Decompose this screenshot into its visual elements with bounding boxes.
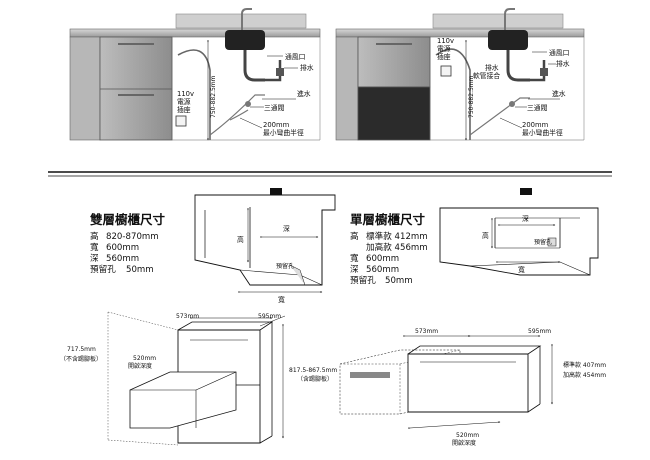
single-unit-dimensions: 573mm 595mm 標準款 407mm 加高款 454mm 520mm 開啟… (339, 328, 606, 447)
single-spec-value: 50mm (385, 276, 413, 286)
single-std: 標準款 407mm (563, 361, 606, 369)
tr-power-3: 插座 (437, 52, 451, 61)
tl-vent-label: 通風口 (285, 52, 305, 61)
top-right-installation: 750-882.5mm 110v 電源 插座 通風口 排水 排水 軟管接合 進水… (335, 8, 585, 141)
top-left-installation: 750-882.5mm 110v 電源 插座 通風口 排水 進水 三通閥 200… (69, 8, 321, 141)
double-cabinet-diagram: 雙層櫥櫃尺寸 高 820-870mm 寬 600mm 深 560mm 預留孔 5… (90, 188, 336, 304)
tl-bend-2: 最小彎曲半徑 (263, 128, 304, 137)
single-spec-value: 600mm (366, 254, 399, 264)
tl-power-3: 插座 (177, 105, 191, 114)
tr-hose-joint-2: 軟管接合 (473, 71, 500, 80)
double-h717: 717.5mm (67, 346, 96, 353)
single-wide-label: 寬 (518, 265, 525, 274)
double-w573: 573mm (176, 313, 199, 320)
tr-drain-label: 排水 (556, 59, 570, 68)
single-high-label: 高 (482, 231, 489, 240)
double-spec-label: 高 (90, 230, 99, 242)
tl-dimension-label: 750-882.5mm (210, 75, 217, 118)
tr-power-1: 110v (437, 37, 454, 45)
tr-hose-joint-1: 排水 (485, 63, 499, 72)
double-spec-label: 預留孔 (90, 263, 116, 275)
double-spec-value: 50mm (126, 265, 154, 275)
double-spec-label: 深 (90, 253, 99, 264)
single-title: 單層櫥櫃尺寸 (350, 212, 426, 227)
tl-power-2: 電源 (177, 97, 191, 106)
tr-dimension-label: 750-882.5mm (468, 75, 475, 118)
single-spec-value: 加高款 456mm (366, 241, 428, 253)
double-spec-list: 高 820-870mm 寬 600mm 深 560mm 預留孔 50mm (90, 230, 159, 275)
tl-inlet-label: 進水 (297, 89, 311, 98)
single-spec-value: 標準款 412mm (366, 230, 428, 242)
single-tall: 加高款 454mm (563, 371, 606, 379)
double-hole-label: 預留孔 (276, 262, 294, 270)
tr-vent-label: 通風口 (549, 48, 569, 57)
single-w573: 573mm (415, 328, 438, 335)
single-spec-label: 高 (350, 230, 359, 242)
double-spec-value: 560mm (106, 254, 139, 264)
double-title: 雙層櫥櫃尺寸 (90, 212, 166, 227)
double-d520: 520mm (133, 355, 156, 362)
single-cabinet-diagram: 單層櫥櫃尺寸 高 標準款 412mm 加高款 456mm 寬 600mm 深 5… (350, 188, 599, 286)
tl-power-1: 110v (177, 90, 194, 98)
tl-drain-label: 排水 (300, 63, 314, 72)
double-wide-label: 寬 (278, 295, 285, 304)
double-deep-label: 深 (283, 224, 290, 233)
single-spec-value: 560mm (366, 265, 399, 275)
double-h817: 817.5-867.5mm (289, 367, 337, 374)
single-spec-list: 高 標準款 412mm 加高款 456mm 寬 600mm 深 560mm 預留… (350, 230, 428, 286)
tr-bend-2: 最小彎曲半徑 (522, 128, 563, 137)
tr-valve-label: 三通閥 (527, 103, 548, 112)
single-deep-label: 深 (522, 214, 529, 223)
single-w595: 595mm (528, 328, 551, 335)
single-spec-label: 寬 (350, 252, 359, 264)
double-spec-label: 寬 (90, 241, 99, 253)
double-spec-value: 820-870mm (106, 232, 159, 242)
double-high-label: 高 (237, 235, 244, 244)
double-no-kick: （不含踢腳板） (60, 355, 102, 363)
single-spec-label: 預留孔 (350, 274, 376, 286)
double-open-depth: 開啟深度 (128, 362, 152, 370)
single-d520: 520mm (456, 432, 479, 439)
tl-bend-1: 200mm (263, 121, 290, 129)
tr-bend-1: 200mm (522, 121, 549, 129)
single-hole-label: 預留孔 (534, 238, 552, 246)
single-open-depth: 開啟深度 (452, 439, 476, 447)
double-unit-dimensions: 573mm 595mm 717.5mm （不含踢腳板） 520mm 開啟深度 8… (60, 311, 337, 446)
double-w595: 595mm (258, 313, 281, 320)
double-with-kick: （含踢腳板） (297, 375, 333, 383)
single-spec-label: 深 (350, 264, 359, 275)
tr-power-2: 電源 (437, 44, 451, 53)
double-spec-value: 600mm (106, 243, 139, 253)
tr-inlet-label: 進水 (552, 89, 566, 98)
tl-valve-label: 三通閥 (264, 103, 285, 112)
